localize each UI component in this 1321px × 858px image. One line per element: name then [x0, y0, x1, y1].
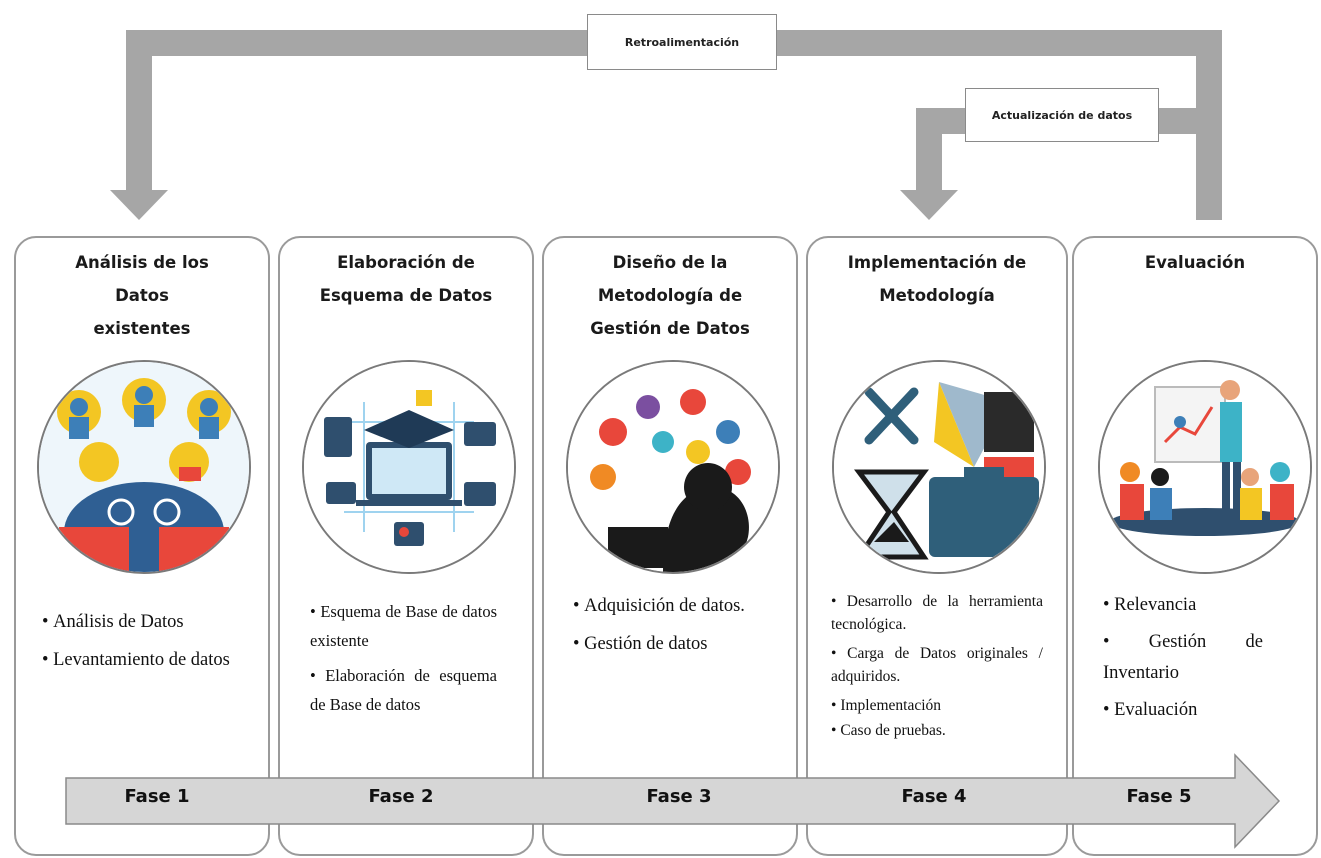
fase-label-2: Fase 2: [368, 786, 434, 807]
bullet-item: Gestión de datos: [573, 628, 769, 660]
fase-label-4: Fase 4: [901, 786, 967, 807]
phase-title: Implementación de Metodología: [847, 253, 1027, 305]
bullet-item: Adquisición de datos.: [573, 590, 769, 622]
fase-label-1: Fase 1: [124, 786, 190, 807]
update-label: Actualización de datos: [991, 108, 1133, 122]
bullet-item: Análisis de Datos: [42, 606, 247, 638]
update-label-box: Actualización de datos: [965, 88, 1159, 142]
tools-briefcase-hourglass-illustration: [832, 360, 1046, 574]
bullet-item: Implementación: [831, 694, 1043, 717]
phase-title: Análisis de los Datos existentes: [75, 253, 209, 338]
bullet-item: Levantamiento de datos: [42, 644, 247, 676]
team-meeting-presentation-illustration: [1098, 360, 1312, 574]
bullet-item: Desarrollo de la herramienta tecnológica…: [831, 590, 1043, 636]
phase-title: Elaboración de Esquema de Datos: [319, 253, 493, 305]
bullet-item: Evaluación: [1103, 695, 1263, 726]
phase-4-bullets: Desarrollo de la herramienta tecnológica…: [831, 590, 1043, 748]
connected-devices-graduation-illustration: [302, 360, 516, 574]
bullet-item: Gestión de Inventario: [1103, 627, 1263, 689]
bullet-item: Elaboración de esquema de Base de datos: [310, 661, 497, 719]
retro-arrowhead: [110, 190, 168, 220]
retro-label: Retroalimentación: [624, 35, 740, 49]
phase-1-bullets: Análisis de Datos Levantamiento de datos: [42, 606, 247, 682]
phase-title: Diseño de la Metodología de Gestión de D…: [590, 253, 750, 338]
update-arrowhead: [900, 190, 958, 220]
phase-2-bullets: Esquema de Base de datos existente Elabo…: [310, 597, 497, 725]
retro-arrow-vertical-left: [126, 30, 152, 190]
retro-arrow-vertical-right: [1196, 30, 1222, 220]
retro-label-box: Retroalimentación: [587, 14, 777, 70]
phase-3-bullets: Adquisición de datos. Gestión de datos: [573, 590, 769, 666]
update-arrow-vertical: [916, 108, 942, 193]
thinking-person-icons-illustration: [566, 360, 780, 574]
phase-card-1: Análisis de los Datos existentes: [14, 236, 270, 856]
bullet-item: Esquema de Base de datos existente: [310, 597, 497, 655]
phase-5-bullets: Relevancia Gestión de Inventario Evaluac…: [1103, 590, 1263, 732]
bullet-item: Caso de pruebas.: [831, 719, 1043, 742]
phase-title: Evaluación: [1144, 253, 1246, 272]
fase-label-5: Fase 5: [1126, 786, 1192, 807]
people-data-analysis-illustration: [37, 360, 251, 574]
bullet-item: Carga de Datos originales / adquiridos.: [831, 642, 1043, 688]
bullet-item: Relevancia: [1103, 590, 1263, 621]
phase-card-2: Elaboración de Esquema de Datos: [278, 236, 534, 856]
fase-label-3: Fase 3: [646, 786, 712, 807]
